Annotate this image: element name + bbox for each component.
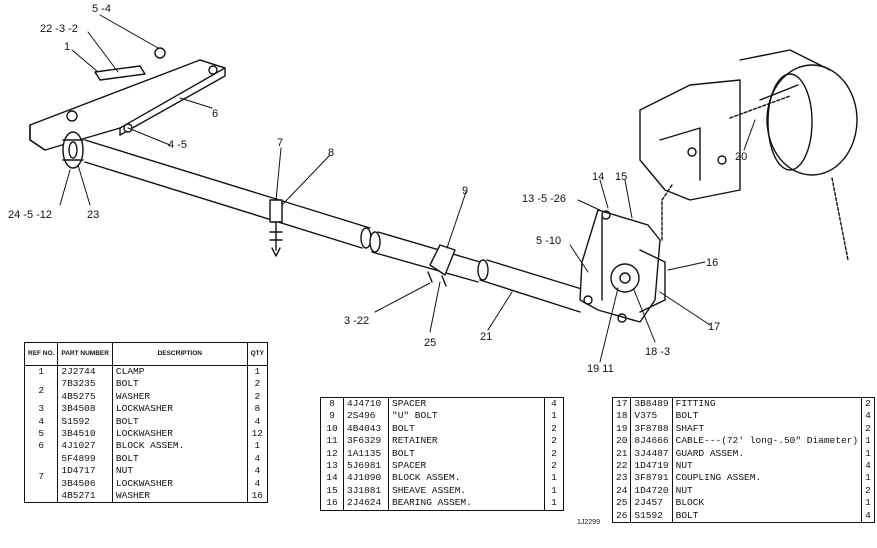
callout-23: 23 (87, 209, 99, 221)
sheave-block-assembly (579, 209, 666, 323)
table-row: 4 S1592 BOLT 4 (24, 415, 268, 429)
parts-table-1: REF NO. PART NUMBER DESCRIPTION QTY 1 2J… (24, 342, 268, 504)
callout-19-11: 19 11 (587, 363, 614, 375)
callout-25: 25 (424, 337, 436, 349)
header-description: DESCRIPTION (112, 342, 248, 366)
cable (661, 95, 849, 261)
callout-13-5-26: 13 -5 -26 (522, 193, 566, 205)
callout-8: 8 (328, 147, 334, 159)
callout-22-3-2: 22 -3 -2 (40, 23, 78, 35)
callout-9: 9 (462, 185, 468, 197)
drive-shaft (84, 139, 586, 313)
table-row: 2 7B3235 BOLT 2 (24, 378, 268, 404)
winch-machine (639, 49, 858, 201)
ref-7: 7 (24, 452, 59, 503)
u-bolt (427, 244, 456, 287)
callout-17: 17 (708, 321, 720, 333)
bolt-7 (269, 199, 283, 257)
header-ref-no: REF NO. (24, 342, 59, 366)
block-assembly-plate (29, 47, 226, 151)
table-row: 6 4J1027 BLOCK ASSEM. 1 (24, 440, 268, 453)
table-row: 4B5271 WASHER 16 (25, 490, 268, 503)
callout-5-10: 5 -10 (536, 235, 561, 247)
header-qty: QTY (247, 342, 268, 366)
callout-6: 6 (212, 108, 218, 120)
callout-24-5-12: 24 -5 -12 (8, 209, 52, 221)
callout-1: 1 (64, 41, 70, 53)
callout-18-3: 18 -3 (645, 346, 670, 358)
table-row: 3 3B4508 LOCKWASHER 8 (24, 403, 268, 416)
drawing-number: 1J2299 (577, 519, 600, 526)
coupling-assembly (62, 131, 84, 169)
table-row: 3B4506 LOCKWASHER 4 (25, 477, 268, 491)
callout-21: 21 (480, 331, 492, 343)
callout-3-22: 3 -22 (344, 315, 369, 327)
header-part-number: PART NUMBER (57, 342, 113, 366)
table-row: 4B5275 WASHER 2 (25, 390, 268, 404)
leader-lines (59, 14, 756, 363)
ref-2: 2 (24, 378, 59, 404)
table-row: 1D4717 NUT 4 (25, 465, 268, 478)
callout-16: 16 (706, 257, 718, 269)
callout-20: 20 (735, 151, 747, 163)
callout-4-5: 4 -5 (168, 139, 187, 151)
table-row: 1 2J2744 CLAMP 1 (24, 365, 268, 379)
table-row: 7 5F4899 BOLT 4 (24, 452, 268, 503)
callout-5-4: 5 -4 (92, 3, 111, 15)
callout-7: 7 (277, 137, 283, 149)
callout-15: 15 (615, 171, 627, 183)
table-row: 5 3B4510 LOCKWASHER 12 (24, 428, 268, 441)
callout-14: 14 (592, 171, 604, 183)
